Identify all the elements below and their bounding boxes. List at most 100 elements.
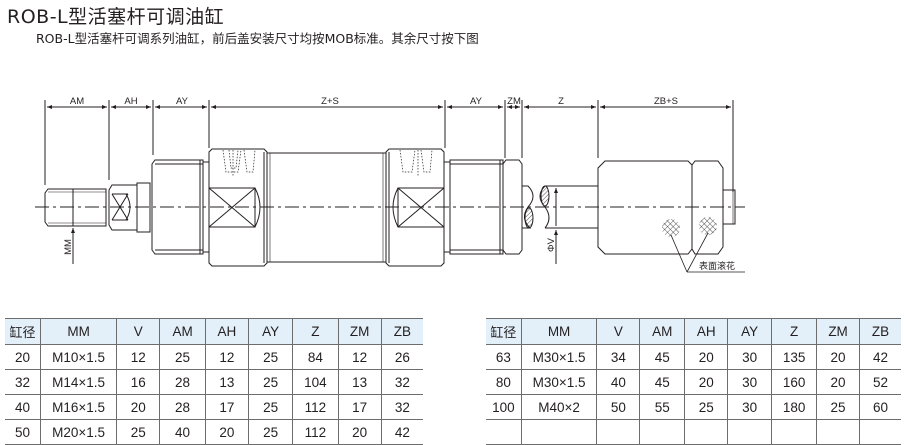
table-cell: 60 <box>859 394 901 420</box>
table-cell: 12 <box>204 344 249 370</box>
table-cell <box>596 419 640 445</box>
column-header: ZB <box>380 318 423 345</box>
table-cell: 32 <box>380 369 423 395</box>
column-header: AM <box>159 318 206 345</box>
table-cell: 50 <box>5 419 41 445</box>
dim-label-phi-v: ΦV <box>546 237 557 252</box>
table-cell: 30 <box>727 369 772 395</box>
dim-label-am: AM <box>70 96 84 107</box>
table-cell: 84 <box>292 344 339 370</box>
column-header: MM <box>520 318 597 345</box>
column-header: AH <box>204 318 249 345</box>
knurl-leaders <box>670 232 745 273</box>
table-cell <box>859 419 901 445</box>
table-cell: 26 <box>380 344 423 370</box>
cylinder-barrel <box>267 152 386 263</box>
dim-label-zb-plus-s: ZB+S <box>654 96 678 107</box>
table-cell: 50 <box>596 394 640 420</box>
knurl-pattern-2 <box>699 217 717 235</box>
table-cell: 25 <box>684 394 728 420</box>
table-cell: 20 <box>337 419 382 445</box>
column-header: ZM <box>816 318 860 345</box>
adjustable-rod-end <box>597 160 736 255</box>
table-cell: 20 <box>816 369 860 395</box>
table-cell <box>684 419 728 445</box>
table-cell: 16 <box>116 369 160 395</box>
knurl-pattern-1 <box>662 219 680 237</box>
annotation-knurl: 表面滚花 <box>699 260 735 272</box>
table-cell: 40 <box>159 419 206 445</box>
piston-rod-break <box>522 185 598 229</box>
column-header: AM <box>639 318 685 345</box>
rear-end-cap <box>385 148 445 267</box>
table-cell: 100 <box>486 394 522 420</box>
extension-lines <box>44 100 734 192</box>
table-cell: 42 <box>380 419 423 445</box>
table-cell: 20 <box>204 419 249 445</box>
front-end-cap <box>208 148 268 267</box>
rod-wrench-flat <box>108 184 138 231</box>
table-cell: 112 <box>292 394 339 420</box>
table-cell: 135 <box>771 344 817 370</box>
table-cell <box>486 419 522 445</box>
table-cell: M10×1.5 <box>40 344 117 370</box>
table-cell: M30×1.5 <box>520 344 597 370</box>
table-cell: 17 <box>204 394 249 420</box>
column-header: Z <box>292 318 339 345</box>
page-title: ROB-L型活塞杆可调油缸 <box>7 6 225 28</box>
table-cell: 12 <box>337 344 382 370</box>
table-cell <box>520 419 597 445</box>
table-cell: 20 <box>684 369 728 395</box>
table-cell <box>727 419 772 445</box>
dim-label-ay-front: AY <box>176 96 189 107</box>
column-header: AH <box>684 318 728 345</box>
table-cell: 20 <box>5 344 41 370</box>
table-cell: 25 <box>116 419 160 445</box>
table-cell: 13 <box>337 369 382 395</box>
table-cell: 34 <box>596 344 640 370</box>
table-cell: M16×1.5 <box>40 394 117 420</box>
table-cell: 25 <box>247 394 293 420</box>
table-cell <box>639 419 685 445</box>
table-cell: 112 <box>292 419 339 445</box>
table-cell: M40×2 <box>520 394 597 420</box>
column-header: V <box>116 318 160 345</box>
rear-head-nut <box>443 159 523 255</box>
table-cell: 30 <box>727 394 772 420</box>
table-cell <box>771 419 817 445</box>
table-cell: 63 <box>486 344 522 370</box>
column-header: V <box>596 318 640 345</box>
column-header: ZB <box>859 318 901 345</box>
dim-label-ay-rear: AY <box>470 96 483 107</box>
table-cell: 45 <box>639 369 685 395</box>
table-cell <box>816 419 860 445</box>
table-cell: 28 <box>159 394 206 420</box>
table-cell: 25 <box>816 394 860 420</box>
dim-label-mm: MM <box>63 239 74 255</box>
table-cell: 20 <box>816 344 860 370</box>
table-cell: 30 <box>727 344 772 370</box>
page-subtitle: ROB-L型活塞杆可调系列油缸，前后盖安装尺寸均按MOB标准。其余尺寸按下图 <box>36 31 479 46</box>
column-header: ZM <box>337 318 382 345</box>
table-cell: 25 <box>159 344 206 370</box>
table-cell: M20×1.5 <box>40 419 117 445</box>
table-cell: 25 <box>247 344 293 370</box>
table-cell: 52 <box>859 369 901 395</box>
table-cell: 13 <box>204 369 249 395</box>
table-cell: 55 <box>639 394 685 420</box>
table-cell: 32 <box>380 394 423 420</box>
table-cell: 160 <box>771 369 817 395</box>
table-cell: 104 <box>292 369 339 395</box>
table-cell: 45 <box>639 344 685 370</box>
table-cell: 80 <box>486 369 522 395</box>
table-cell: 20 <box>684 344 728 370</box>
